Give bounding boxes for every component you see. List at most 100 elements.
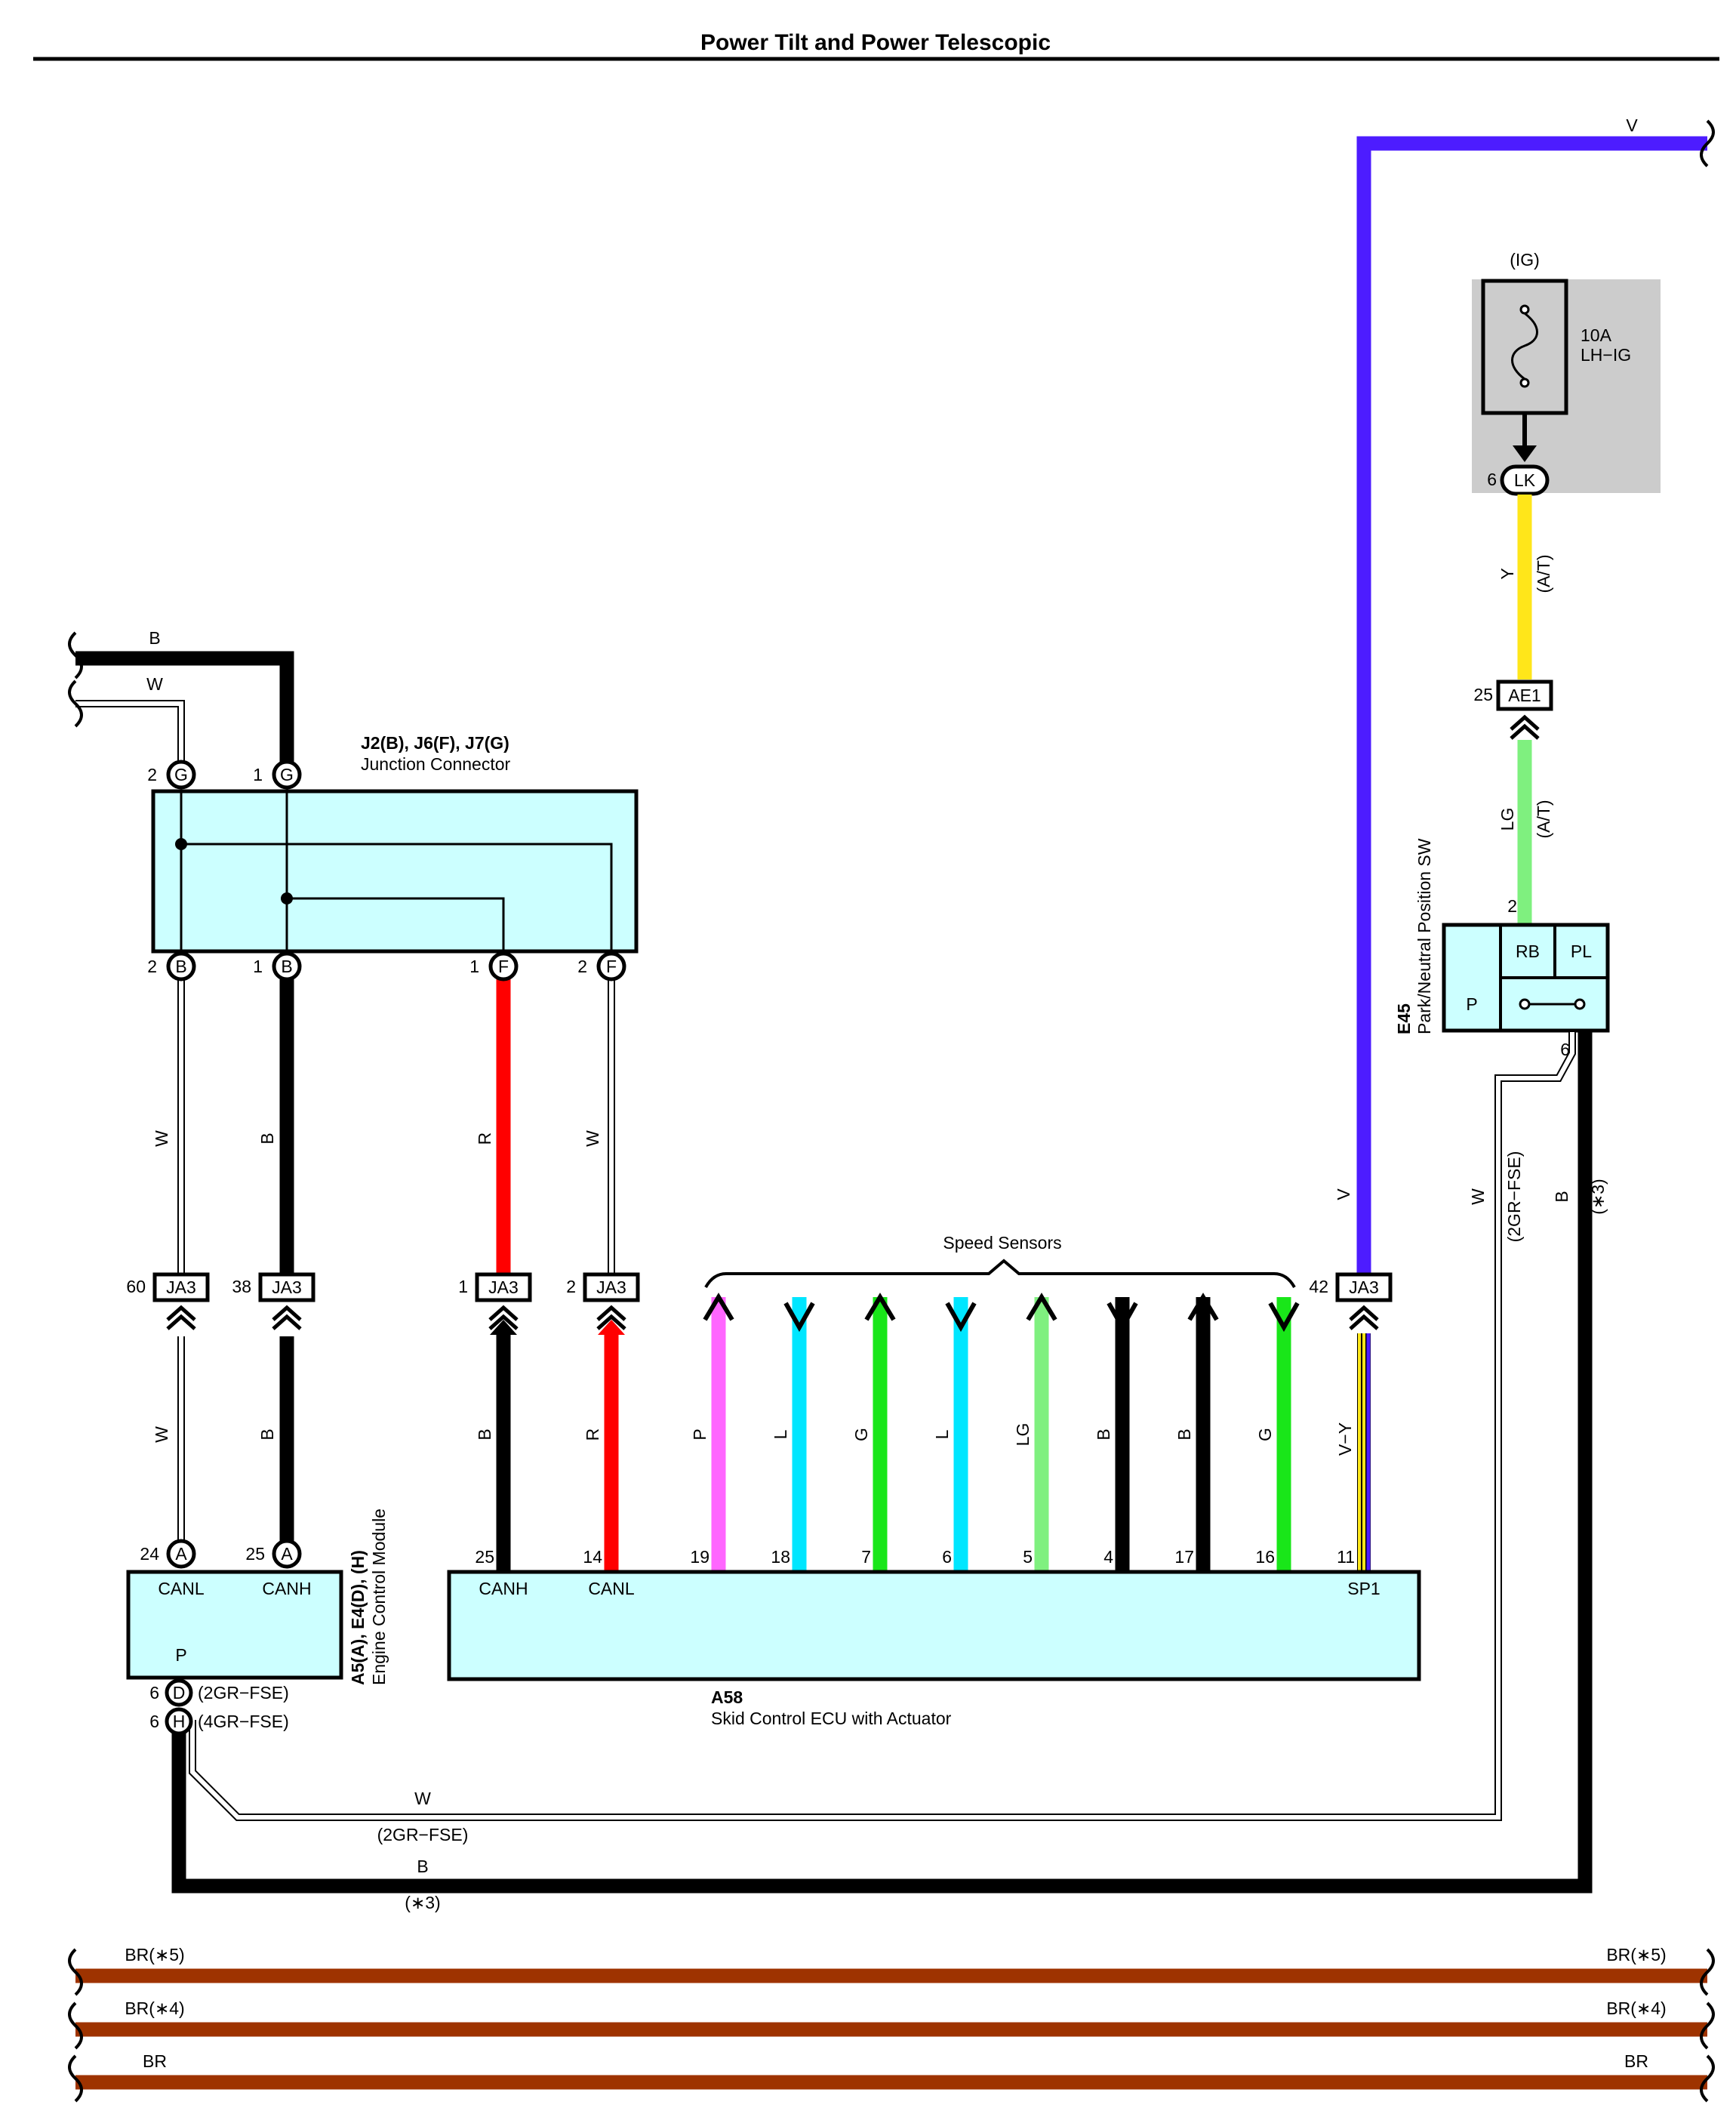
jc-pin-top-1-letter: G bbox=[174, 765, 188, 784]
wire-note-lg: (A/T) bbox=[1534, 800, 1553, 838]
pnp-ref: E45 bbox=[1394, 1003, 1414, 1034]
ja3-5-label: JA3 bbox=[1349, 1277, 1379, 1297]
ja3-4-label: JA3 bbox=[596, 1277, 626, 1297]
speed-sensor-pin-number: 16 bbox=[1255, 1547, 1275, 1567]
ja3-4-chevron-icon bbox=[596, 1305, 626, 1330]
ae1-connector: 25 AE1 bbox=[1473, 680, 1553, 740]
speed-sensor-pin-number: 6 bbox=[942, 1547, 952, 1567]
ecm-module: 24 A 25 A CANL CANH P A5(A), E4(D), (H) … bbox=[126, 1508, 389, 1736]
jc-pin-top-2-num: 1 bbox=[253, 765, 263, 784]
wire-label-v-top: V bbox=[1626, 116, 1638, 135]
ecm-ref: A5(A), E4(D), (H) bbox=[348, 1550, 368, 1685]
wire-label-lg: LG bbox=[1497, 808, 1517, 831]
skid-canh-wire-label: B bbox=[475, 1428, 494, 1440]
jc-pin-top-1: 2 G bbox=[147, 760, 196, 790]
bottom-b-note: (∗3) bbox=[405, 1893, 440, 1912]
skid-ecu-name: Skid Control ECU with Actuator bbox=[711, 1709, 952, 1728]
wire-top-left-w: W bbox=[68, 674, 185, 763]
pnp-b-label: B bbox=[1552, 1191, 1571, 1202]
junction-connector-box bbox=[151, 789, 639, 954]
br-bus-3: BR BR bbox=[68, 2051, 1715, 2103]
wire-label-v-ja3: V bbox=[1334, 1188, 1353, 1200]
ae1-chevron-icon bbox=[1510, 714, 1540, 740]
ecm-canl-wire-label: W bbox=[152, 1426, 171, 1443]
pnp-cell-rb: RB bbox=[1516, 941, 1540, 961]
ja3-4-pin: 2 bbox=[566, 1277, 576, 1296]
wire-label-y: Y bbox=[1497, 568, 1517, 579]
ecm-can-wires: W B bbox=[152, 1336, 294, 1554]
speed-sensor-wire-color-label: G bbox=[1255, 1428, 1275, 1441]
ja3-2-label: JA3 bbox=[272, 1277, 302, 1297]
bottom-b-label: B bbox=[417, 1857, 428, 1876]
diagram-title: Power Tilt and Power Telescopic bbox=[700, 30, 1051, 55]
fuse-arrow-icon bbox=[1513, 445, 1537, 462]
speed-sensor-wire-color-label: LG bbox=[1013, 1423, 1033, 1447]
ecm-out-pin-d: 6 D (2GR−FSE) bbox=[149, 1678, 289, 1707]
ja3-1-pin: 60 bbox=[126, 1277, 146, 1296]
ja3-3-pin: 1 bbox=[458, 1277, 468, 1296]
arrow-down-icon bbox=[1268, 1302, 1300, 1333]
ecm-canh-wire-label: B bbox=[257, 1428, 277, 1440]
br-bus-2-left-label: BR(∗4) bbox=[125, 1998, 184, 2018]
ecm-box bbox=[126, 1570, 343, 1680]
skid-control-ecu: 25 14 11 CANH CANL SP1 A58 Skid Control … bbox=[447, 1547, 1421, 1728]
br-bus-3-left-label: BR bbox=[143, 2051, 167, 2071]
ja3-2-pin: 38 bbox=[232, 1277, 251, 1296]
jc-pin-bottom-3: 1 F bbox=[469, 951, 519, 982]
ja3-connector-5: 42 JA3 bbox=[1309, 1272, 1393, 1330]
skid-pin-sp1-num: 11 bbox=[1337, 1547, 1355, 1567]
br-bus-1: BR(∗5) BR(∗5) bbox=[68, 1945, 1715, 1996]
speed-sensors-group: Speed Sensors bbox=[704, 1233, 1296, 1289]
speed-sensor-wire-color-label: L bbox=[932, 1429, 952, 1439]
skid-canl-wire-label: R bbox=[583, 1428, 602, 1441]
ja3-5-chevron-icon bbox=[1349, 1305, 1379, 1330]
ae1-box bbox=[1496, 680, 1553, 711]
arrow-up-icon bbox=[1026, 1293, 1057, 1321]
speed-sensor-wire-color-label: B bbox=[1094, 1428, 1113, 1440]
speed-sensor-pin-number: 19 bbox=[690, 1547, 709, 1567]
speed-sensor-wire-7: B17RR+ bbox=[1174, 1293, 1220, 1598]
skid-term-sp1: SP1 bbox=[1347, 1579, 1380, 1598]
lk-label: LK bbox=[1514, 470, 1536, 490]
pnp-w-label: W bbox=[1468, 1188, 1488, 1205]
ecm-out-pin-h: 6 H (4GR−FSE) bbox=[149, 1707, 289, 1736]
skid-ecu-ref: A58 bbox=[711, 1687, 743, 1707]
fuse-name: LH−IG bbox=[1581, 345, 1631, 365]
ecm-out-h-num: 6 bbox=[149, 1712, 159, 1731]
arrow-down-icon bbox=[945, 1302, 977, 1333]
jc-pin-top-1-num: 2 bbox=[147, 765, 157, 784]
fuse-rating: 10A bbox=[1581, 325, 1612, 345]
sp1-wire: V−Y bbox=[1335, 1333, 1371, 1572]
ecm-out-h-note: (4GR−FSE) bbox=[198, 1712, 289, 1731]
speed-sensors-brace bbox=[704, 1259, 1296, 1289]
speed-sensor-pin-number: 7 bbox=[861, 1547, 871, 1567]
jc-pin-bottom-1-num: 2 bbox=[147, 957, 157, 976]
jc-wire-label-2: B bbox=[257, 1132, 277, 1144]
br-bus-2: BR(∗4) BR(∗4) bbox=[68, 1998, 1715, 2050]
br-bus-2-right-label: BR(∗4) bbox=[1606, 1998, 1666, 2018]
wire-lg-pnp: LG (A/T) bbox=[1497, 740, 1553, 925]
speed-sensor-wire-6: B4RL− bbox=[1094, 1297, 1138, 1598]
ja3-3-label: JA3 bbox=[488, 1277, 519, 1297]
top-left-w-label: W bbox=[146, 674, 163, 694]
ecm-name: Engine Control Module bbox=[369, 1508, 389, 1685]
junction-connector-name: Junction Connector bbox=[361, 754, 511, 774]
br-bus-3-right-label: BR bbox=[1624, 2051, 1648, 2071]
jc-pin-bottom-1: 2 B bbox=[147, 951, 196, 982]
pnp-name: Park/Neutral Position SW bbox=[1414, 838, 1434, 1034]
speed-sensor-wire-1: P19FL+ bbox=[690, 1293, 734, 1598]
ecm-out-d-num: 6 bbox=[149, 1683, 159, 1703]
arrow-up-icon bbox=[864, 1293, 896, 1321]
ecm-term-canh: CANH bbox=[262, 1579, 311, 1598]
speed-sensor-wire-4: L6FR− bbox=[932, 1297, 977, 1598]
ja3-connector-1: 60 JA3 bbox=[126, 1272, 210, 1330]
ecm-out-d-letter: D bbox=[173, 1683, 186, 1703]
ecm-term-p: P bbox=[175, 1645, 186, 1665]
br-buses: BR(∗5) BR(∗5) BR(∗4) BR(∗4) BR BR bbox=[68, 1945, 1715, 2103]
pnp-top-pin: 2 bbox=[1507, 896, 1517, 916]
junction-connector: J2(B), J6(F), J7(G) Junction Connector bbox=[151, 733, 639, 954]
jc-pin-top-2: 1 G bbox=[253, 760, 302, 790]
fuse-block: (IG) 10A LH−IG 6 LK bbox=[1472, 250, 1661, 496]
sp1-wire-label: V−Y bbox=[1335, 1422, 1355, 1456]
fuse-group-label: (IG) bbox=[1510, 250, 1540, 270]
